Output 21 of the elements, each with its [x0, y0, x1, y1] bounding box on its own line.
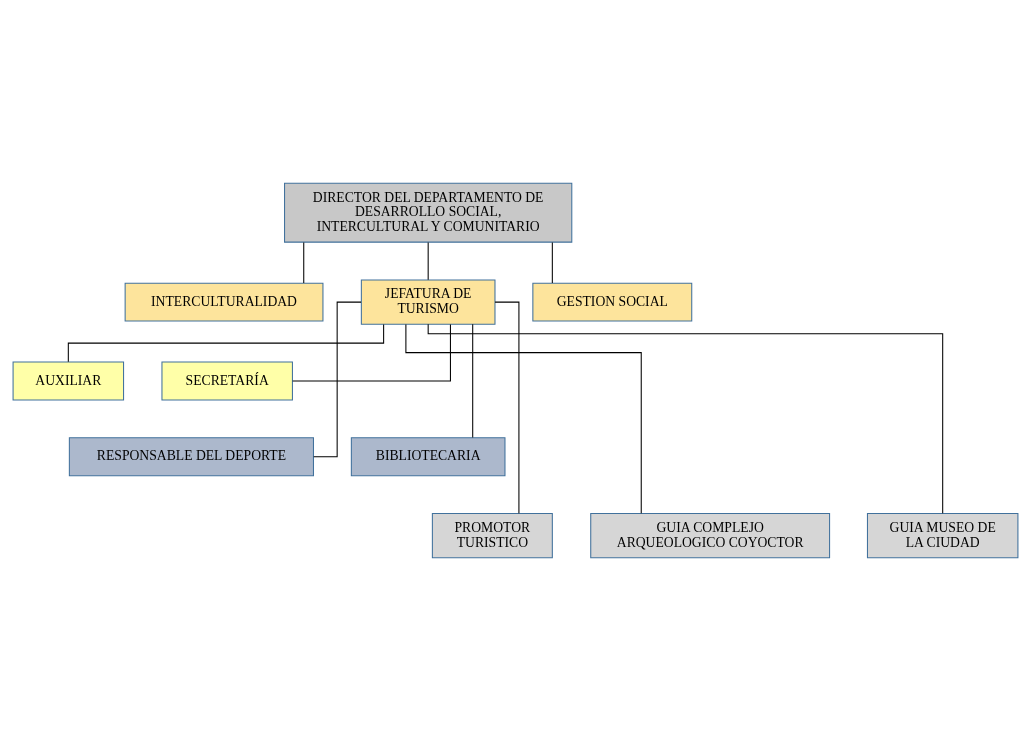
- node-box: RESPONSABLE DEL DEPORTE: [68, 436, 314, 476]
- connector: [292, 323, 451, 382]
- connector: [472, 323, 474, 438]
- connector: [313, 301, 362, 457]
- connector: [551, 241, 553, 284]
- node-box: PROMOTOR TURISTICO: [431, 512, 553, 558]
- connector: [303, 241, 305, 284]
- node-box: GUIA COMPLEJO ARQUEOLOGICO COYOCTOR: [590, 512, 831, 558]
- node-box: INTERCULTURALIDAD: [124, 282, 324, 322]
- connector: [405, 323, 642, 514]
- connector: [67, 323, 385, 362]
- connector: [494, 301, 520, 514]
- node-box: BIBLIOTECARIA: [350, 436, 506, 476]
- connector: [427, 323, 944, 514]
- node-box: JEFATURA DE TURISMO: [360, 279, 496, 325]
- node-box: DIRECTOR DEL DEPARTAMENTO DE DESARROLLO SOCIAL, INTERCULTURAL Y COMUNITARIO: [284, 182, 573, 243]
- node-box: AUXILIAR: [12, 361, 125, 400]
- connector: [427, 241, 429, 280]
- node-box: GUIA MUSEO DE LA CIUDAD: [866, 512, 1019, 558]
- node-box: GESTION SOCIAL: [532, 282, 693, 322]
- node-box: SECRETARÍA: [161, 361, 293, 400]
